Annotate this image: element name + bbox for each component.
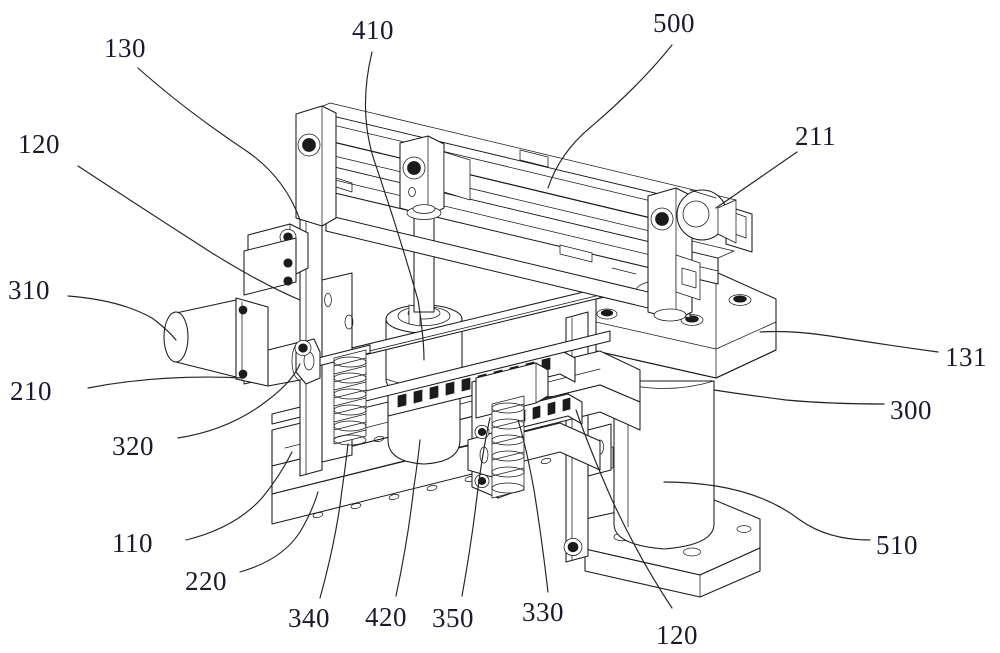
ref-label-211: 211 (795, 121, 836, 151)
ref-label-210: 210 (10, 376, 52, 406)
ref-label-340: 340 (288, 603, 330, 633)
ref-label-410: 410 (352, 15, 394, 45)
center-hanger-bracket (399, 135, 471, 220)
shaft-collar-pivot (294, 338, 321, 385)
left-hanger-bracket (295, 105, 353, 227)
ref-label-310: 310 (8, 275, 50, 305)
compression-spring-left (333, 349, 367, 446)
hex-socket-screw (294, 340, 312, 356)
ref-label-220: 220 (185, 566, 227, 596)
ref-label-330: 330 (522, 597, 564, 627)
beam-slot-detail (519, 149, 637, 275)
ref-label-320: 320 (112, 431, 154, 461)
ref-label-120-bottom: 120 (656, 620, 698, 650)
ref-label-300: 300 (890, 395, 932, 425)
hex-socket-screw (728, 294, 752, 306)
pivot-roller (676, 189, 728, 241)
ref-label-110: 110 (112, 528, 153, 558)
hex-socket-screw (474, 425, 490, 439)
compression-spring-right (491, 395, 525, 499)
ref-label-350: 350 (432, 603, 474, 633)
ref-label-131: 131 (945, 342, 987, 372)
leader-lines (67, 44, 939, 609)
ref-label-420: 420 (365, 602, 407, 632)
hex-socket-screw (563, 538, 583, 556)
left-mount-block (243, 223, 309, 296)
beam-end-cap (717, 199, 737, 244)
ref-label-130: 130 (104, 33, 146, 63)
ref-label-510: 510 (876, 530, 918, 560)
corner-screw (238, 305, 248, 315)
ref-label-500: 500 (653, 8, 695, 38)
left-cone-shaft-end (163, 297, 371, 387)
ref-label-120-left: 120 (18, 129, 60, 159)
hex-socket-screw (474, 474, 490, 488)
hex-socket-screw (596, 308, 618, 320)
corner-screw (238, 369, 248, 379)
